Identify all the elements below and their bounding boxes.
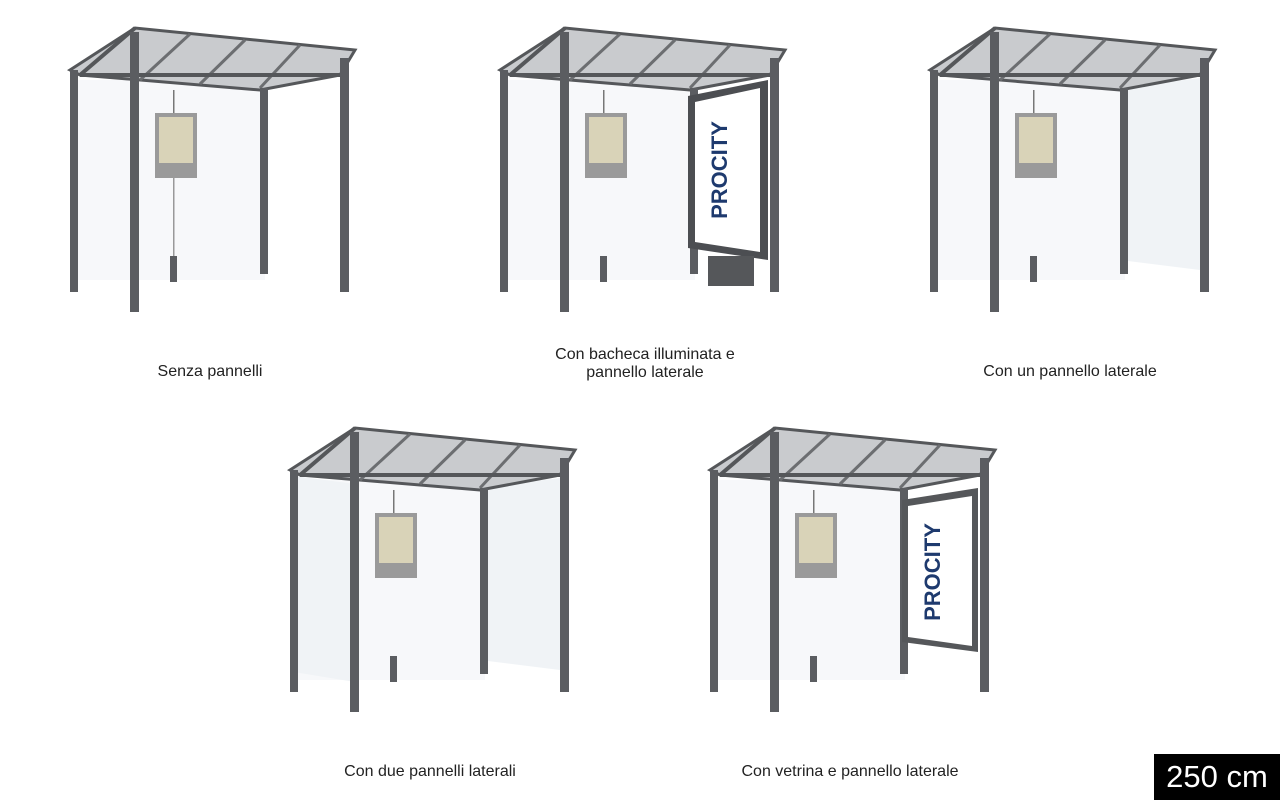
map (159, 117, 193, 163)
shelter-image-lit-board: PROCITY (490, 20, 790, 320)
caption-lit-board: Con bacheca illuminata e pannello latera… (555, 346, 735, 381)
bus-shelter-illustration (926, 26, 1218, 312)
shelter-image-one-side (920, 20, 1220, 320)
caption-one-side: Con un pannello laterale (983, 363, 1157, 380)
showcase-face (908, 496, 972, 646)
side-panel (1120, 78, 1200, 270)
brand-logo: PROCITY (920, 523, 945, 621)
size-badge: 250 cm (1154, 754, 1280, 800)
bus-shelter-illustration: PROCITY (706, 426, 998, 712)
board-base (708, 256, 754, 286)
board-face (695, 88, 760, 252)
bench-post (170, 256, 177, 282)
side-panel-left (294, 476, 355, 682)
bus-shelter-illustration (286, 426, 578, 712)
side-panel-right (480, 478, 560, 670)
bus-shelter-illustration: PROCITY (496, 26, 788, 312)
shelter-image-showcase: PROCITY (700, 420, 1000, 720)
caption-no-panels: Senza pannelli (157, 363, 263, 380)
post (340, 58, 349, 292)
caption-showcase: Con vetrina e pannello laterale (741, 763, 959, 780)
post (130, 32, 139, 312)
shelter-image-no-panels (60, 20, 360, 320)
back-glass (75, 80, 265, 280)
shelter-image-two-sides (280, 420, 580, 720)
caption-two-sides: Con due pannelli laterali (344, 763, 516, 780)
post (260, 88, 268, 274)
bus-shelter-illustration (66, 26, 358, 312)
brand-logo: PROCITY (707, 121, 732, 219)
post (70, 70, 78, 292)
